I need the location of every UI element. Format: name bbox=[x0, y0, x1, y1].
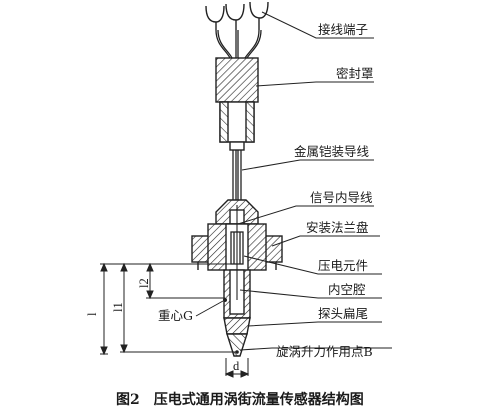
dimension-lines bbox=[100, 262, 250, 378]
gravity-point bbox=[223, 298, 227, 302]
label-signal-wire: 信号内导线 bbox=[310, 190, 373, 205]
label-lift-point: 旋涡升力作用点B bbox=[276, 344, 373, 359]
dim-label-l2: l2 bbox=[137, 278, 151, 288]
dim-label-d: d bbox=[233, 359, 240, 373]
label-flange: 安装法兰盘 bbox=[306, 220, 369, 235]
dim-label-l: l bbox=[85, 312, 99, 316]
piezo-element bbox=[230, 205, 244, 265]
label-armored-wire: 金属铠装导线 bbox=[294, 144, 370, 159]
armored-wire bbox=[232, 150, 242, 200]
lead-wires bbox=[215, 29, 262, 59]
label-piezo-element: 压电元件 bbox=[318, 258, 368, 273]
label-inner-cavity: 内空腔 bbox=[328, 282, 366, 297]
probe-body bbox=[223, 264, 251, 357]
figure-caption: 图2 压电式通用涡街流量传感器结构图 bbox=[116, 391, 364, 408]
dim-label-l1: l1 bbox=[111, 302, 125, 312]
label-probe-tail: 探头扁尾 bbox=[318, 306, 368, 321]
label-terminal: 接线端子 bbox=[318, 22, 368, 37]
label-seal-cover: 密封罩 bbox=[336, 66, 374, 81]
label-gravity-center: 重心G bbox=[158, 308, 193, 323]
terminal-lugs bbox=[205, 1, 269, 30]
leader-lines bbox=[195, 11, 392, 351]
lift-point bbox=[235, 350, 239, 354]
seal-cover bbox=[215, 57, 259, 151]
